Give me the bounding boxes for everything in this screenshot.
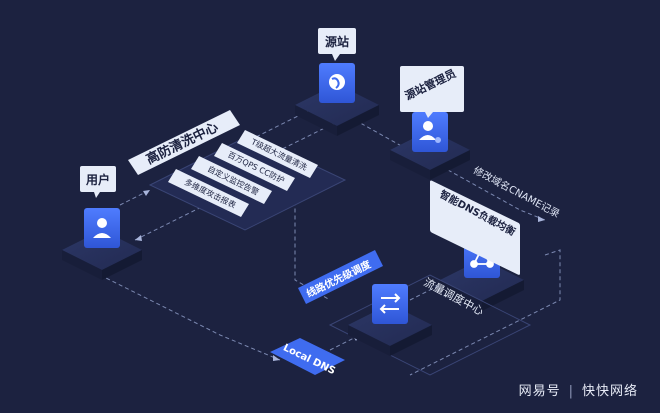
watermark: 网易号 | 快快网络 xyxy=(519,380,638,399)
globe-icon xyxy=(329,74,345,90)
watermark-separator: | xyxy=(568,384,574,399)
cleaning-center-group: 高防清洗中心 T级超大流量清洗 百万QPS CC防护 自定义监控告警 多维度攻击… xyxy=(128,110,347,231)
source-node: 源站 xyxy=(295,28,379,136)
line-source-admin xyxy=(354,119,406,149)
local-dns-node: Local DNS xyxy=(270,338,345,377)
admin-pad-left xyxy=(390,150,430,180)
traffic-icon-box xyxy=(372,284,408,324)
source-label: 源站 xyxy=(325,34,349,49)
admin-node: 源站管理员 xyxy=(390,66,470,180)
arrow-head-6 xyxy=(273,355,280,361)
arrow-head-1 xyxy=(143,190,150,196)
watermark-right: 快快网络 xyxy=(581,384,638,399)
dns-label-card xyxy=(430,180,520,275)
arrow-head-4 xyxy=(538,216,545,222)
user-pad-right xyxy=(102,250,142,280)
arrow-head-3 xyxy=(135,235,142,241)
user-label-tail xyxy=(94,192,100,198)
line-user-localdns xyxy=(99,274,281,361)
line-priority-card: 线路优先级调度 xyxy=(298,250,383,304)
line-user-cleaning xyxy=(119,189,151,206)
user-node: 用户 xyxy=(62,166,142,280)
line-admin-dns xyxy=(447,169,546,221)
user-label-card xyxy=(80,166,116,192)
line-traffic-dns xyxy=(409,274,461,301)
user-label: 用户 xyxy=(85,172,110,187)
line-cleaning-source xyxy=(249,99,331,141)
traffic-pad-right xyxy=(390,325,432,356)
dns-pad-right xyxy=(482,280,524,311)
admin-icon-box xyxy=(412,112,448,152)
source-pad-right xyxy=(337,105,379,136)
admin-label-tail xyxy=(425,112,433,118)
traffic-pad-left xyxy=(348,325,390,356)
source-label-tail xyxy=(332,54,340,61)
source-label-card xyxy=(318,28,356,54)
line-dns-right xyxy=(409,249,561,376)
admin-pad-right xyxy=(430,150,470,180)
watermark-left: 网易号 xyxy=(518,384,561,399)
line-priority-label: 线路优先级调度 xyxy=(304,257,374,300)
user-icon xyxy=(93,218,111,238)
local-dns-card xyxy=(270,338,345,375)
swap-arrows-icon xyxy=(379,293,401,314)
line-cleaning-user-return xyxy=(134,177,261,241)
admin-user-gear-icon xyxy=(419,121,441,143)
source-pad-left xyxy=(295,105,337,136)
line-localdns-traffic xyxy=(329,334,361,351)
user-pad-left xyxy=(62,250,102,280)
admin-label-card xyxy=(400,66,464,112)
dns-pad-left xyxy=(440,280,482,311)
